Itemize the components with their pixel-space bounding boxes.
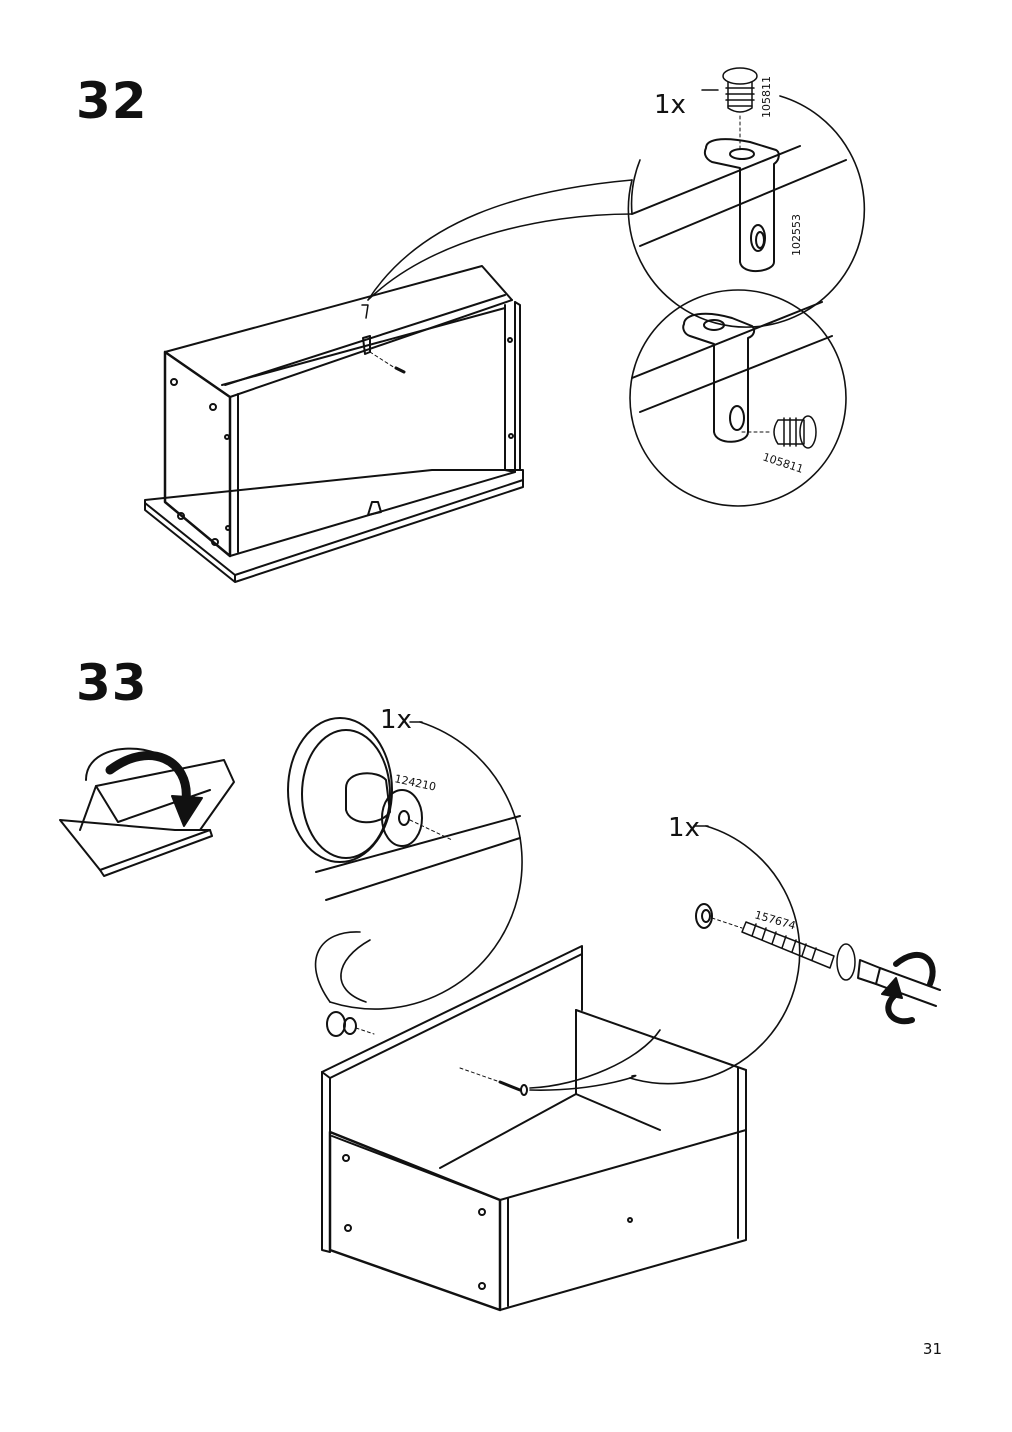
step-33-flip-cabinet-illustration — [59, 747, 235, 877]
step-33-screw-detail-circle — [529, 825, 941, 1091]
step-33-number: 33 — [76, 654, 148, 712]
step-32-detail-circle-bottom — [629, 289, 847, 507]
step-32-quantity-label: 1x — [654, 90, 686, 120]
step-32-part-number-bracket: 102553 — [790, 214, 803, 256]
step-32-cabinet-illustration — [144, 179, 633, 583]
step-32-number: 32 — [76, 72, 148, 130]
step-33-quantity-label-knob: 1x — [380, 705, 412, 735]
step-33-drawer-illustration — [321, 945, 747, 1312]
step-33-quantity-label-screw: 1x — [668, 813, 700, 843]
step-33-part-number-screw: 157674 — [753, 908, 797, 932]
step-33-knob-detail-circle — [287, 717, 523, 1010]
step-32-part-number-screw-top: 105811 — [760, 76, 773, 118]
step-32-detail-circle-top — [627, 67, 866, 328]
page-number: 31 — [922, 1340, 942, 1358]
step-32-part-number-screw-side: 105811 — [761, 450, 805, 475]
